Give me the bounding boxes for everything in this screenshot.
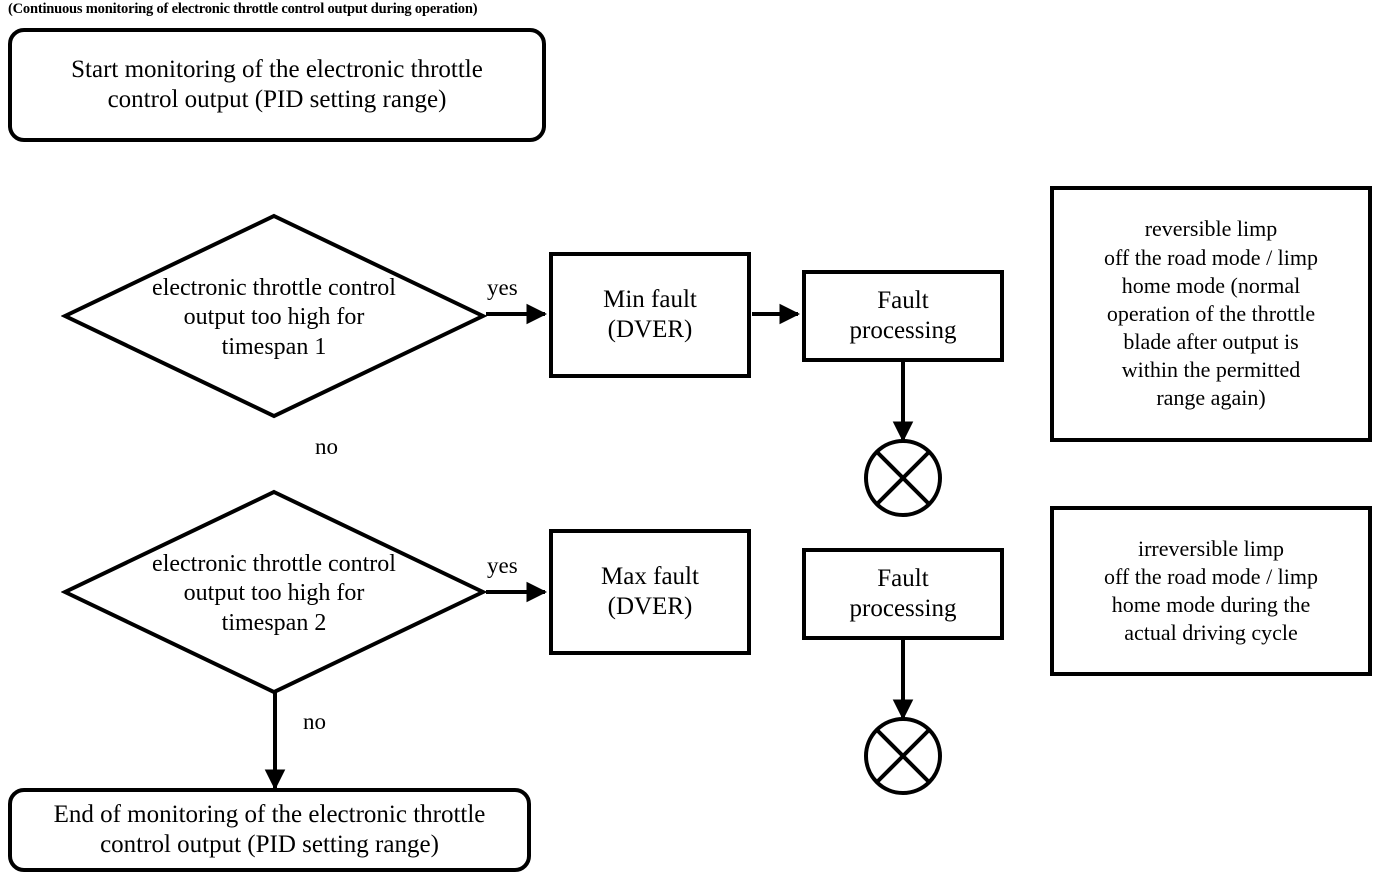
node-end-line-2: control output (PID setting range) [100, 831, 439, 858]
note-irreversible-limp: irreversible limp off the road mode / li… [1050, 506, 1372, 676]
edge-label-decision-1-yes: yes [487, 275, 518, 300]
node-min-fault-line-1: Min fault [603, 285, 697, 313]
note-reversible-line-5: blade after output is [1123, 329, 1299, 355]
edge-label-decision-2-no: no [303, 709, 326, 734]
note-irreversible-line-2: off the road mode / limp [1103, 563, 1319, 589]
node-min-fault[interactable]: Min fault (DVER) [549, 252, 751, 378]
node-end-line-1: End of monitoring of the electronic thro… [53, 800, 486, 828]
node-fault-processing-2-line-2: processing [849, 595, 957, 622]
note-reversible-line-7: range again) [1156, 385, 1266, 411]
edge-label-decision-1-no: no [315, 434, 338, 459]
node-fault-processing-2-line-1: Fault [877, 564, 929, 592]
connector-circle-x-2[interactable] [862, 715, 944, 797]
node-max-fault[interactable]: Max fault (DVER) [549, 529, 751, 655]
note-reversible-line-1: reversible limp [1144, 216, 1278, 242]
node-max-fault-line-2: (DVER) [607, 593, 693, 620]
node-fault-processing-1-line-1: Fault [877, 286, 929, 314]
node-min-fault-line-2: (DVER) [607, 316, 693, 343]
note-reversible-line-3: home mode (normal [1121, 272, 1301, 298]
note-irreversible-line-3: home mode during the [1111, 592, 1311, 617]
note-reversible-line-6: within the permitted [1121, 357, 1301, 383]
node-max-fault-line-1: Max fault [601, 562, 699, 590]
diagram-caption: (Continuous monitoring of electronic thr… [8, 1, 478, 17]
connector-circle-x-1[interactable] [862, 437, 944, 519]
edge-label-decision-2-yes: yes [487, 553, 518, 578]
node-decision-timespan-2[interactable]: electronic throttle control output too h… [61, 488, 487, 696]
node-end[interactable]: End of monitoring of the electronic thro… [8, 788, 531, 872]
node-decision-timespan-1[interactable]: electronic throttle control output too h… [61, 212, 487, 420]
note-reversible-line-4: operation of the throttle [1106, 300, 1316, 326]
node-fault-processing-1[interactable]: Fault processing [802, 270, 1004, 362]
node-fault-processing-1-line-2: processing [849, 317, 957, 344]
node-start-line-1: Start monitoring of the electronic throt… [71, 55, 483, 83]
node-start-line-2: control output (PID setting range) [107, 86, 447, 113]
node-fault-processing-2[interactable]: Fault processing [802, 548, 1004, 640]
node-start[interactable]: Start monitoring of the electronic throt… [8, 28, 546, 142]
note-irreversible-line-4: actual driving cycle [1124, 620, 1298, 646]
note-reversible-line-2: off the road mode / limp [1103, 244, 1319, 270]
note-reversible-limp: reversible limp off the road mode / limp… [1050, 186, 1372, 442]
note-irreversible-line-1: irreversible limp [1137, 535, 1284, 561]
